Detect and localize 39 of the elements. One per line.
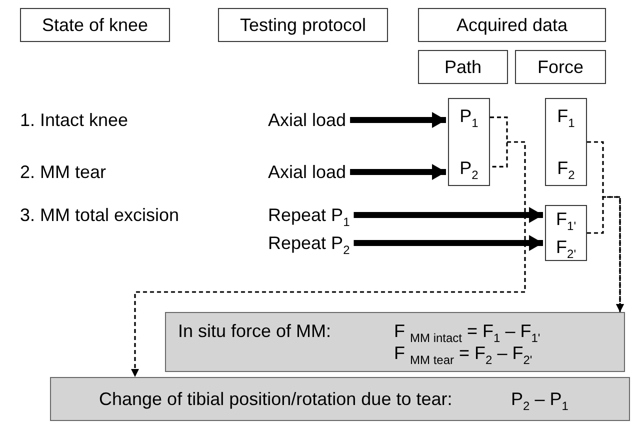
data-label: F$_{1'}$ <box>556 208 576 230</box>
protocol-label: Repeat P$_{2}$ <box>268 232 350 254</box>
protocol-label: Axial load <box>268 161 346 183</box>
path-data-box <box>448 98 490 186</box>
formula-text: F $_{MM tear}$ = F$_{2}$ – F$_{2'}$ <box>394 342 532 364</box>
dashed-arrow <box>587 196 624 312</box>
arrow <box>350 112 446 128</box>
data-label: P$_{2}$ <box>460 157 478 179</box>
header-label: State of knee <box>42 14 148 36</box>
knee-state-label: 3. MM total excision <box>20 204 180 226</box>
data-label: F$_{2}$ <box>557 157 575 179</box>
header-box <box>20 8 170 42</box>
column-header-box <box>418 50 508 84</box>
data-label: F$_{1}$ <box>557 105 575 127</box>
force-data-box <box>545 205 587 261</box>
knee-state-label: 2. MM tear <box>20 161 106 183</box>
header-label: Testing protocol <box>240 14 366 36</box>
header-label: Acquired data <box>456 14 568 36</box>
header-label: Path <box>444 56 482 78</box>
result-panel <box>165 312 625 372</box>
arrow <box>354 235 543 251</box>
result-panel <box>50 377 630 421</box>
protocol-label: Repeat P$_{1}$ <box>268 204 350 226</box>
protocol-label: Axial load <box>268 109 346 131</box>
result-heading: Change of tibial position/rotation due to tear: <box>99 388 452 410</box>
result-heading: In situ force of MM: <box>178 320 332 342</box>
header-box <box>218 8 388 42</box>
arrow <box>350 164 446 180</box>
header-box <box>418 8 606 42</box>
arrow <box>354 207 543 223</box>
dashed-arrow <box>131 116 526 378</box>
header-label: Force <box>537 56 584 78</box>
knee-state-label: 1. Intact knee <box>20 109 128 131</box>
data-label: F$_{2'}$ <box>556 236 576 258</box>
formula-text: P$_{2}$ – P$_{1}$ <box>511 388 568 410</box>
data-label: P$_{1}$ <box>460 105 478 127</box>
column-header-box <box>515 50 606 84</box>
formula-text: F $_{MM intact}$ = F$_{1}$ – F$_{1'}$ <box>394 320 540 342</box>
force-data-box <box>545 98 587 186</box>
